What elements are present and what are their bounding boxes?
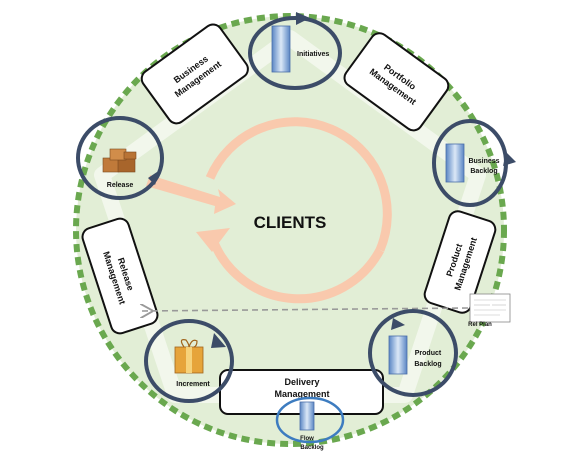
initiatives-cycle-arrowhead — [296, 12, 310, 25]
delivery-management-box: Delivery Management — [219, 369, 384, 415]
release-arrowhead — [148, 170, 160, 185]
release-cycle: Release — [76, 116, 164, 200]
portfolio-management-box: Portfolio Management — [343, 32, 450, 132]
business-management-box: Business Management — [140, 23, 249, 125]
flow-backlog-cycle: Flow Backlog — [275, 396, 345, 451]
increment-label: Increment — [176, 381, 210, 388]
database-icon — [299, 401, 315, 431]
clients-cycle-arrows — [146, 117, 392, 304]
release-arrow — [146, 175, 236, 214]
product-management-box: Product Management — [423, 210, 497, 314]
initiatives-label: Initiatives — [297, 51, 329, 58]
rel-plan-document-icon — [469, 293, 511, 323]
database-icon — [271, 25, 291, 73]
cycle-arrowhead — [196, 228, 230, 252]
flow-backlog-line1: Flow — [300, 436, 314, 442]
gift-box-icon — [174, 339, 204, 374]
rel-plan-label: Rel Plan — [468, 322, 492, 328]
increment-cycle: Increment — [144, 319, 234, 403]
database-icon — [445, 143, 465, 183]
database-icon — [388, 335, 408, 375]
flow-backlog-line2: Backlog — [300, 445, 324, 451]
delivery-management-line2: Management — [274, 389, 329, 399]
increment-arrowhead — [211, 333, 226, 348]
release-management-box: Release Management — [81, 217, 159, 335]
cycle-arrow-bottom — [208, 238, 384, 304]
product-backlog-line2: Backlog — [414, 361, 441, 368]
dashed-border — [73, 13, 507, 447]
product-backlog-line1: Product — [415, 350, 442, 357]
product-backlog-cycle: Product Backlog — [368, 309, 458, 397]
initiatives-cycle: Initiatives — [248, 12, 342, 90]
business-backlog-arrowhead — [503, 152, 516, 166]
rel-plan-arrow — [142, 308, 469, 311]
center-label: CLIENTS — [254, 213, 327, 232]
business-backlog-line2: Backlog — [470, 168, 497, 175]
business-backlog-line1: Business — [468, 158, 499, 165]
release-label: Release — [107, 182, 134, 189]
business-backlog-cycle: Business Backlog — [432, 119, 516, 207]
boxes-icon — [102, 148, 137, 173]
product-backlog-arrowhead — [391, 318, 405, 330]
delivery-management-line1: Delivery — [284, 377, 319, 387]
cycle-arrow-top — [205, 117, 392, 252]
